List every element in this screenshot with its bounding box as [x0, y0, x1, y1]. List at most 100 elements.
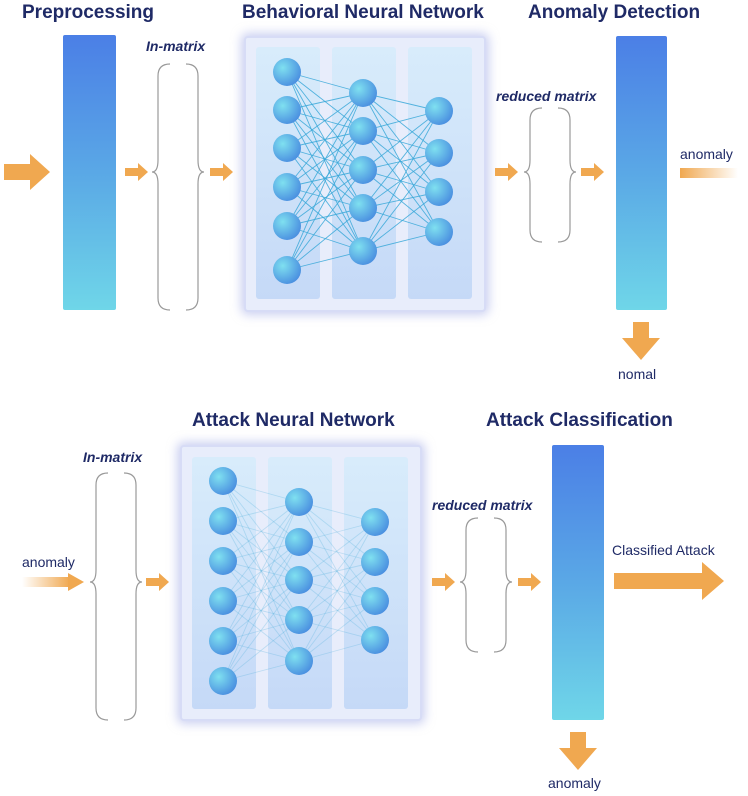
attack-nn-node-l2-2	[285, 528, 313, 556]
attack-nn-edge	[298, 501, 376, 602]
arrow-small-7	[518, 573, 541, 591]
attack-nn-edge	[222, 541, 300, 642]
attack-nn-edge	[222, 501, 300, 642]
classified-attack-label: Classified Attack	[612, 542, 715, 558]
attack-nn-edge	[298, 600, 376, 662]
attack-nn-edge	[298, 521, 376, 581]
behavioral-nn-node-l2-2	[349, 117, 377, 145]
behavioral-nn-edge	[286, 147, 364, 252]
behavioral-nn-edge	[286, 71, 364, 252]
attack-nn-edge	[222, 520, 300, 662]
attack-nn-edge	[298, 561, 376, 621]
attack-nn-node-l1-5	[209, 627, 237, 655]
attack-nn-node-l2-1	[285, 488, 313, 516]
anomaly-input-label-bottom: anomaly	[22, 554, 75, 570]
arrow-normal-down	[622, 322, 660, 360]
behavioral-nn-edge	[286, 130, 364, 271]
preprocessing-bar	[63, 35, 116, 310]
attack-nn-edge	[298, 501, 376, 563]
anomaly-detection-bar	[616, 36, 667, 310]
attack-nn-edge	[222, 501, 300, 682]
behavioral-nn-node-l1-4	[273, 173, 301, 201]
reduced-matrix-label-bottom: reduced matrix	[432, 497, 533, 513]
attack-classification-bar	[552, 445, 604, 720]
anomaly-output-label-bottom: anomaly	[548, 775, 601, 791]
arrow-small-5	[146, 573, 169, 591]
attack-nn-edge	[298, 541, 376, 602]
behavioral-nn-edge	[286, 92, 364, 149]
arrow-small-2	[210, 163, 233, 181]
attack-nn-node-l1-2	[209, 507, 237, 535]
attack-nn-graph	[209, 467, 389, 695]
attack-nn-edge	[222, 480, 300, 581]
brace-reduced-matrix-bottom	[459, 517, 513, 653]
arrow-small-1	[125, 163, 148, 181]
behavioral-nn-edge	[286, 92, 364, 188]
stage-title-attack-classification: Attack Classification	[486, 410, 673, 431]
normal-output-label: nomal	[618, 366, 657, 382]
behavioral-nn-node-l1-5	[273, 212, 301, 240]
behavioral-nn-edge	[362, 191, 440, 252]
attack-nn-edge	[222, 480, 300, 662]
arrow-small-3	[495, 163, 518, 181]
attack-nn-edge	[298, 521, 376, 662]
attack-nn-edge	[222, 619, 300, 682]
attack-nn-edge	[222, 501, 300, 602]
behavioral-nn-edge	[362, 110, 440, 171]
behavioral-nn-node-l3-2	[425, 139, 453, 167]
attack-nn-edge	[298, 521, 376, 621]
brace-in-matrix-top	[151, 63, 205, 311]
attack-nn-node-l1-3	[209, 547, 237, 575]
in-matrix-label-top: In-matrix	[146, 38, 206, 54]
brace-in-matrix-bottom	[89, 472, 143, 721]
arrow-anomaly-down-bottom	[559, 732, 597, 770]
attack-nn-node-l3-4	[361, 626, 389, 654]
attack-nn-column-1	[192, 457, 256, 709]
stage-title-attack-nn: Attack Neural Network	[192, 410, 395, 431]
attack-nn-edge	[298, 561, 376, 662]
behavioral-nn-edge	[362, 152, 440, 252]
anomaly-output-label-top: anomaly	[680, 146, 733, 162]
attack-nn-node-l3-2	[361, 548, 389, 576]
behavioral-nn-edge	[286, 169, 364, 227]
arrow-small-6	[432, 573, 455, 591]
behavioral-nn-edge	[286, 207, 364, 271]
behavioral-nn-node-l1-1	[273, 58, 301, 86]
attack-nn-edge	[222, 520, 300, 621]
behavioral-nn-edge	[286, 92, 364, 271]
attack-nn-edge	[222, 520, 300, 581]
attack-nn-edge	[222, 480, 300, 543]
arrow-anomaly-in-bottom	[22, 573, 84, 591]
arrow-classified-attack-out	[614, 562, 724, 600]
reduced-matrix-label-top: reduced matrix	[496, 88, 597, 104]
behavioral-nn-edge	[362, 92, 440, 193]
attack-nn-node-l3-3	[361, 587, 389, 615]
attack-nn-edge	[222, 560, 300, 662]
behavioral-nn-edge	[362, 169, 440, 233]
attack-nn-node-l1-4	[209, 587, 237, 615]
behavioral-nn-edge	[362, 110, 440, 209]
arrow-small-4	[581, 163, 604, 181]
attack-nn-edge	[222, 480, 300, 621]
behavioral-nn-node-l2-5	[349, 237, 377, 265]
attack-nn-column-3	[344, 457, 408, 709]
behavioral-nn-node-l2-3	[349, 156, 377, 184]
behavioral-nn-node-l2-4	[349, 194, 377, 222]
behavioral-nn-edge	[286, 130, 364, 227]
behavioral-nn-node-l1-2	[273, 96, 301, 124]
attack-nn-node-l3-1	[361, 508, 389, 536]
behavioral-nn-edge	[286, 169, 364, 271]
attack-nn-node-l2-4	[285, 606, 313, 634]
behavioral-nn-node-l3-3	[425, 178, 453, 206]
behavioral-nn-edge	[362, 92, 440, 154]
in-matrix-label-bottom: In-matrix	[83, 449, 143, 465]
behavioral-nn-column-3	[408, 47, 472, 299]
behavioral-nn-graph	[273, 58, 453, 284]
behavioral-nn-node-l2-1	[349, 79, 377, 107]
behavioral-nn-node-l3-4	[425, 218, 453, 246]
behavioral-nn-edge	[362, 92, 440, 233]
stage-title-behavioral-nn: Behavioral Neural Network	[242, 2, 484, 23]
stage-title-preprocessing: Preprocessing	[22, 2, 154, 23]
attack-nn-edge	[222, 579, 300, 642]
